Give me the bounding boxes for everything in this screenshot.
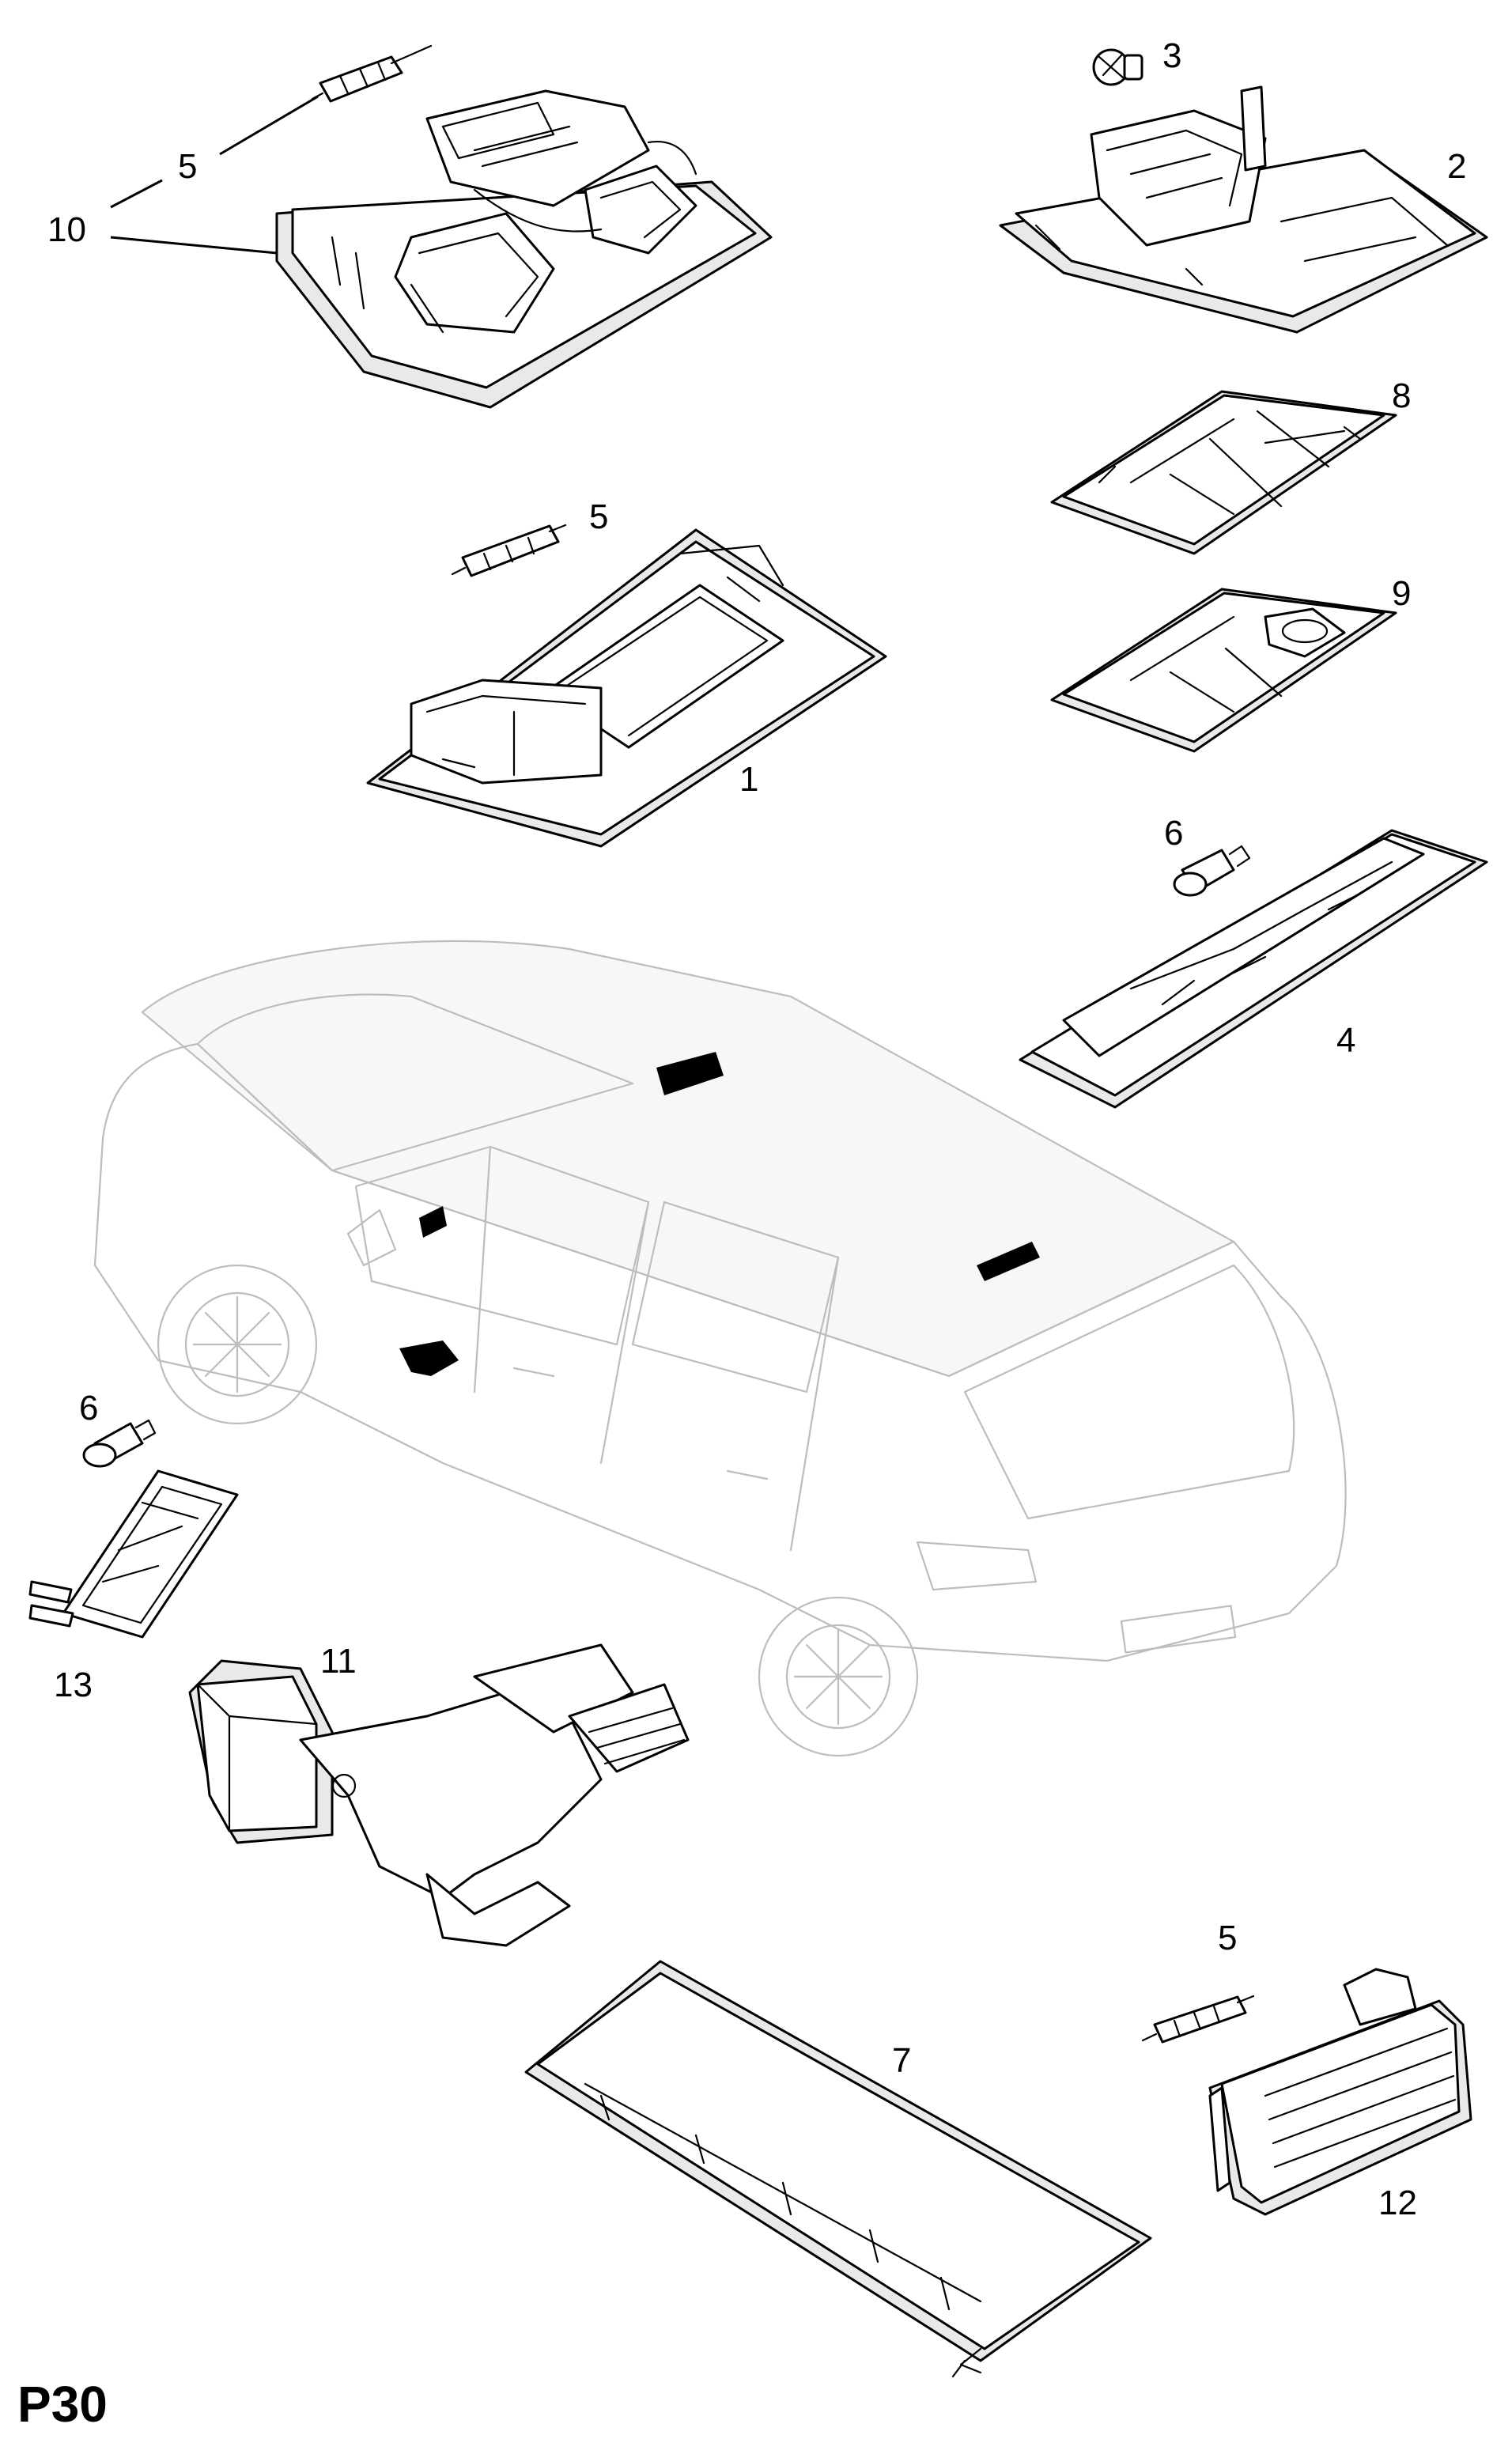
callout-7: 7 — [892, 2041, 911, 2080]
part-9-cover — [1050, 588, 1397, 753]
part-3-bulb — [1092, 48, 1143, 86]
location-marker-door — [399, 1341, 459, 1376]
callout-1: 1 — [739, 760, 758, 799]
location-marker-mirror — [419, 1206, 447, 1238]
leader-10-lower — [110, 236, 278, 255]
part-5-bulb-middle — [451, 524, 567, 577]
callout-11: 11 — [320, 1642, 357, 1681]
part-5-bulb-bottom — [1141, 1995, 1255, 2044]
callout-5-middle: 5 — [589, 497, 608, 536]
part-10-front-console — [275, 89, 773, 409]
callout-13: 13 — [54, 1666, 93, 1704]
part-11-switch — [188, 1643, 690, 1947]
part-5-bulb-top — [311, 44, 433, 103]
location-marker-roof-rear — [977, 1242, 1040, 1281]
location-marker-roof-front — [656, 1052, 724, 1095]
car-illustration — [93, 940, 1347, 1757]
part-12-lamp — [1208, 1968, 1472, 2216]
callout-2: 2 — [1447, 147, 1466, 186]
callout-6-right: 6 — [1164, 814, 1183, 853]
part-7-panel — [524, 1960, 1152, 2378]
callout-5-top: 5 — [178, 147, 197, 186]
callout-6-left: 6 — [79, 1389, 98, 1427]
leader-10-upper — [110, 179, 163, 209]
callout-9: 9 — [1392, 574, 1411, 613]
callout-4: 4 — [1336, 1021, 1355, 1060]
part-8-cover — [1050, 390, 1397, 555]
callout-5-bottom: 5 — [1218, 1919, 1237, 1957]
callout-3: 3 — [1162, 36, 1181, 75]
part-1-lamp-housing — [366, 528, 887, 848]
part-13-courtesy-lamp — [28, 1469, 239, 1639]
callout-10: 10 — [47, 210, 86, 249]
page-code: P30 — [17, 2376, 108, 2433]
leader-5-top — [219, 95, 319, 156]
part-6-bulb-left — [82, 1419, 157, 1468]
callout-8: 8 — [1392, 376, 1411, 415]
part-6-bulb-right — [1173, 845, 1251, 897]
part-4-lamp — [1019, 829, 1488, 1109]
callout-12: 12 — [1378, 2184, 1417, 2222]
part-2-console — [999, 85, 1488, 334]
